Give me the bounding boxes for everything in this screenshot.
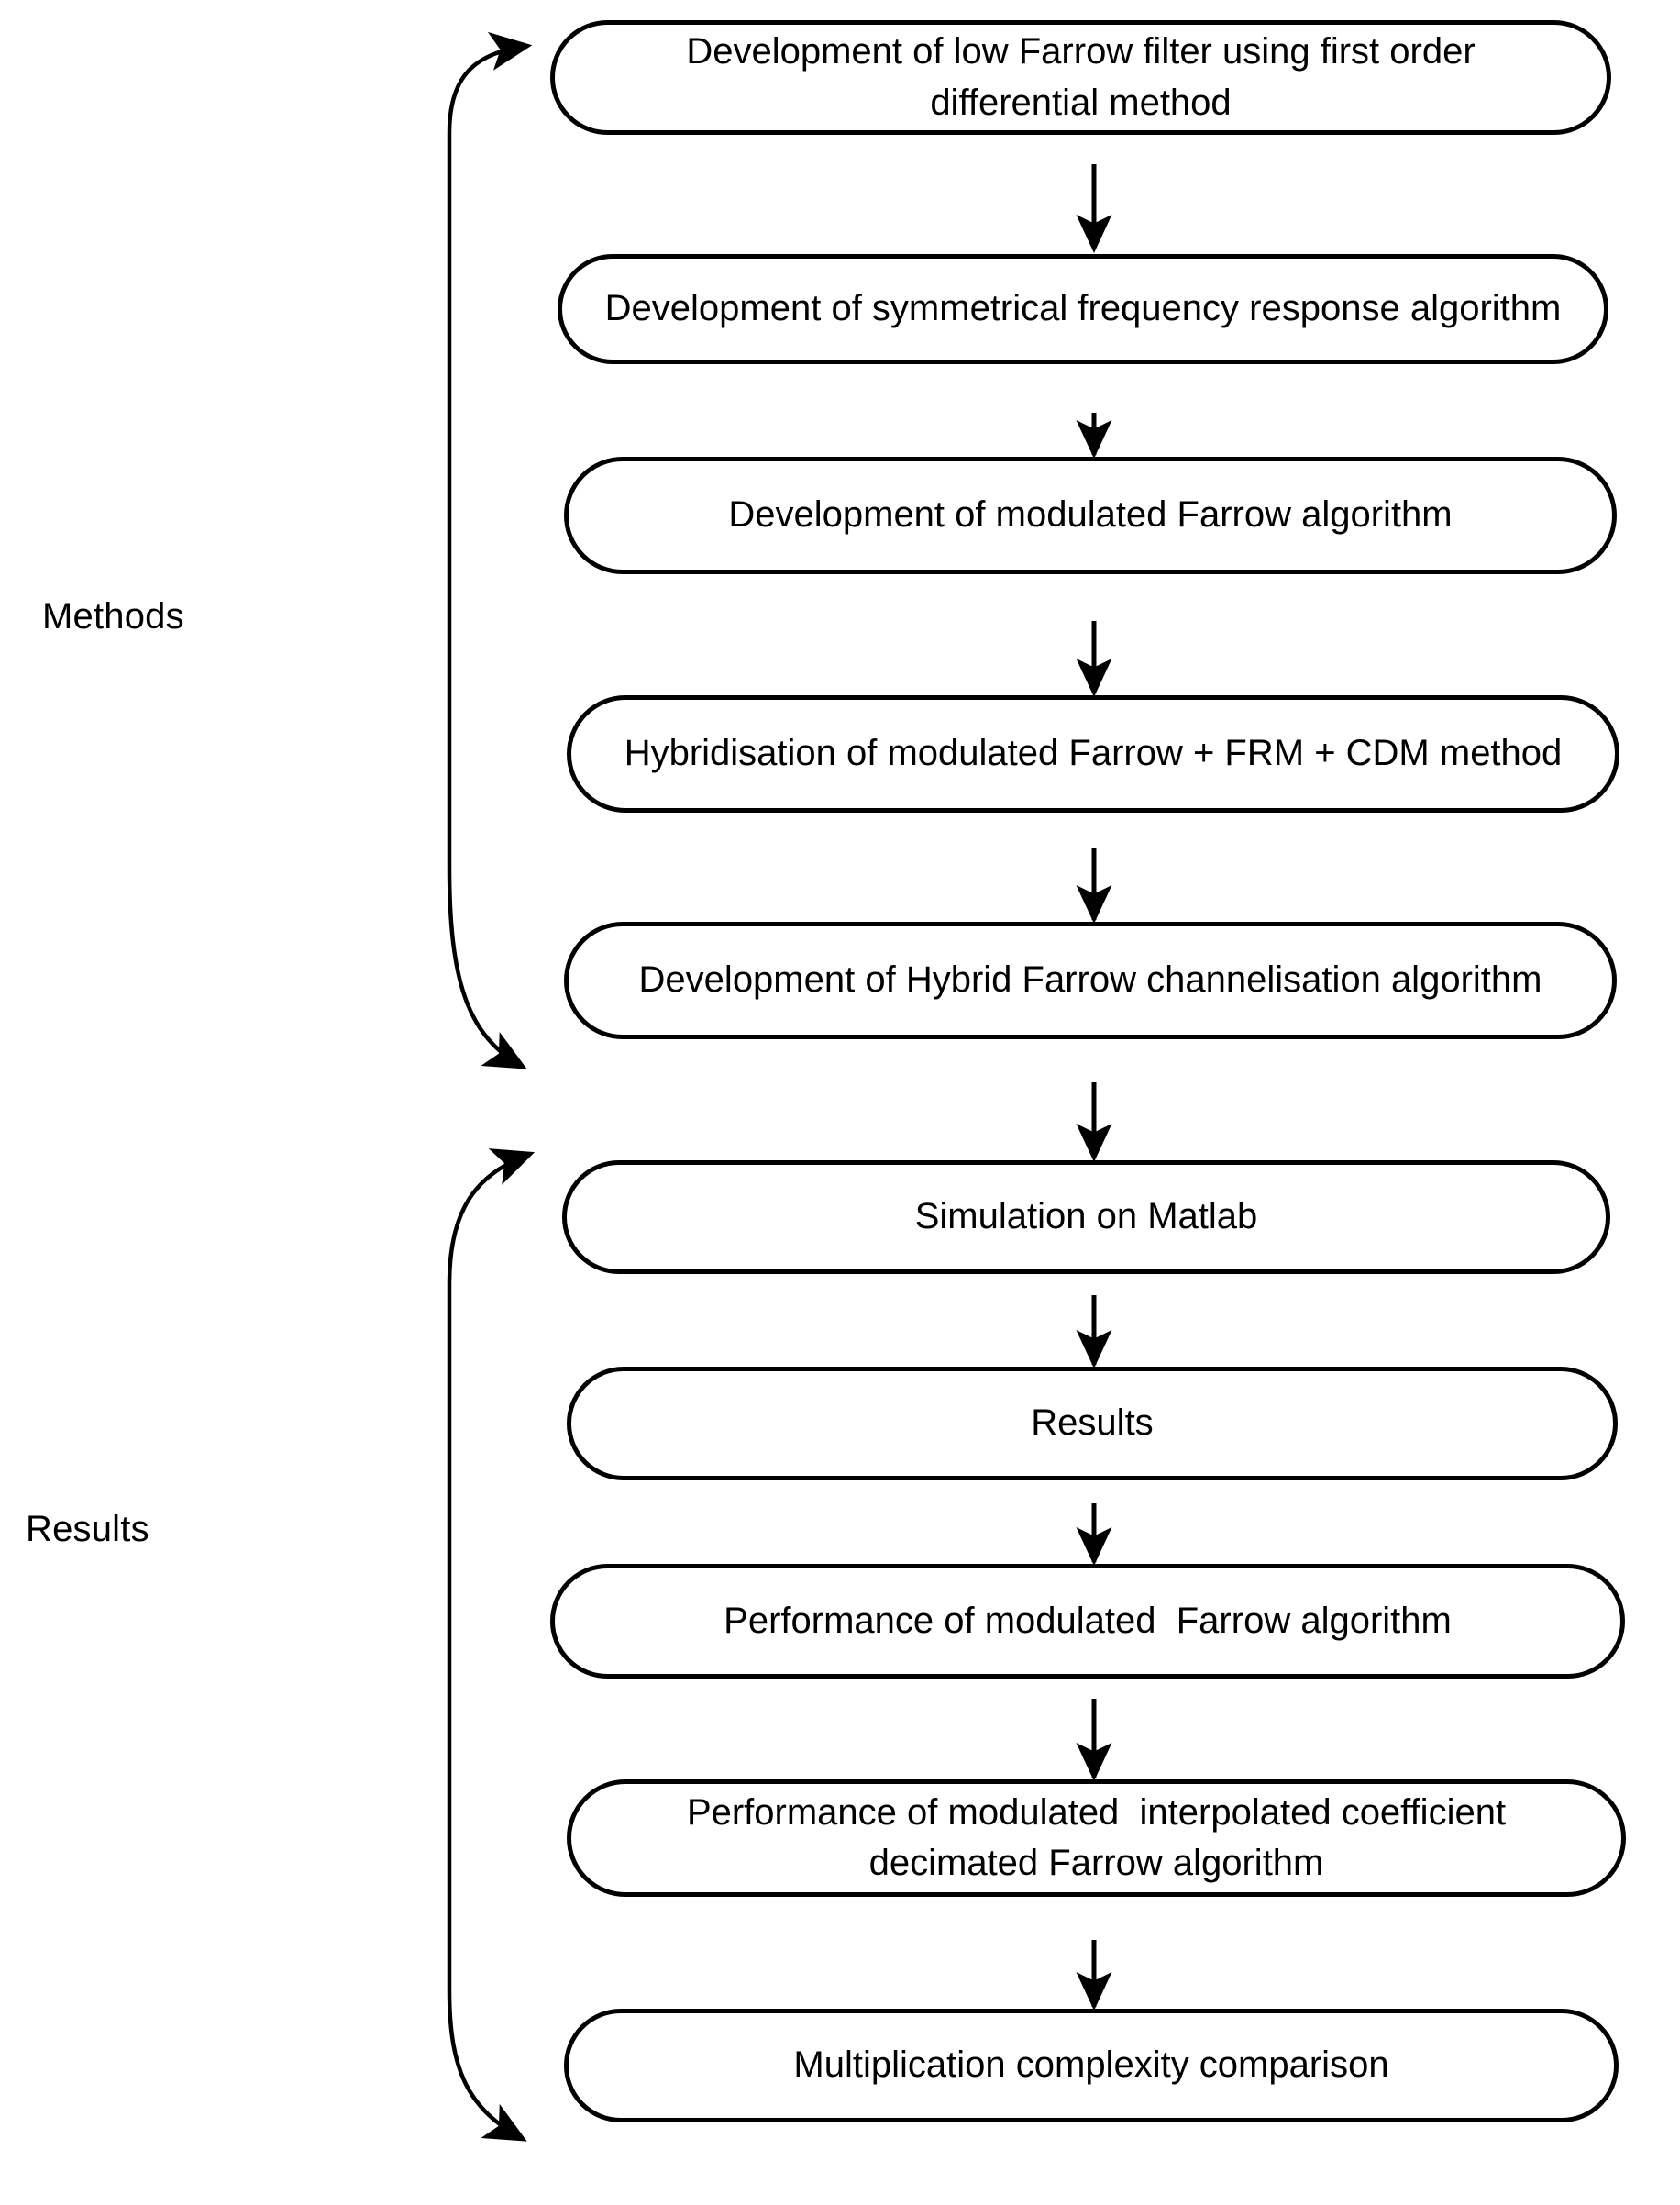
flow-node-9[interactable]: Performance of modulated interpolated co… xyxy=(567,1779,1626,1897)
flow-node-8[interactable]: Performance of modulated Farrow algorith… xyxy=(550,1564,1625,1679)
flow-node-6-label: Simulation on Matlab xyxy=(914,1196,1258,1237)
results-bracket-top-arrow xyxy=(447,1148,536,1285)
methods-bracket-path xyxy=(447,133,527,1069)
flow-node-3-label: Development of modulated Farrow algorith… xyxy=(728,494,1453,536)
flow-node-4-label: Hybridisation of modulated Farrow + FRM … xyxy=(624,733,1563,774)
flow-node-3[interactable]: Development of modulated Farrow algorith… xyxy=(564,457,1617,574)
flow-node-7[interactable]: Results xyxy=(567,1367,1618,1480)
results-bracket-path xyxy=(447,1284,527,2142)
flow-node-2[interactable]: Development of symmetrical frequency res… xyxy=(558,254,1608,364)
flow-node-6[interactable]: Simulation on Matlab xyxy=(562,1160,1610,1274)
flow-node-9-label: Performance of modulated interpolated co… xyxy=(686,1791,1517,1883)
flow-node-2-label: Development of symmetrical frequency res… xyxy=(604,288,1562,329)
flow-node-8-label: Performance of modulated Farrow algorith… xyxy=(724,1600,1452,1641)
flow-node-10[interactable]: Multiplication complexity comparison xyxy=(564,2009,1619,2122)
flow-node-1-label: Development of low Farrow filter using f… xyxy=(686,31,1486,123)
flow-node-5-label: Development of Hybrid Farrow channelisat… xyxy=(638,959,1542,1001)
flow-node-7-label: Results xyxy=(1031,1402,1154,1444)
flow-node-5[interactable]: Development of Hybrid Farrow channelisat… xyxy=(564,922,1617,1039)
flow-node-10-label: Multiplication complexity comparison xyxy=(793,2044,1389,2086)
flow-node-4[interactable]: Hybridisation of modulated Farrow + FRM … xyxy=(567,695,1619,813)
section-label-methods: Methods xyxy=(42,596,184,637)
flow-node-1[interactable]: Development of low Farrow filter using f… xyxy=(550,20,1611,135)
section-label-results: Results xyxy=(26,1509,149,1549)
methods-bracket-top-arrow xyxy=(447,31,533,134)
